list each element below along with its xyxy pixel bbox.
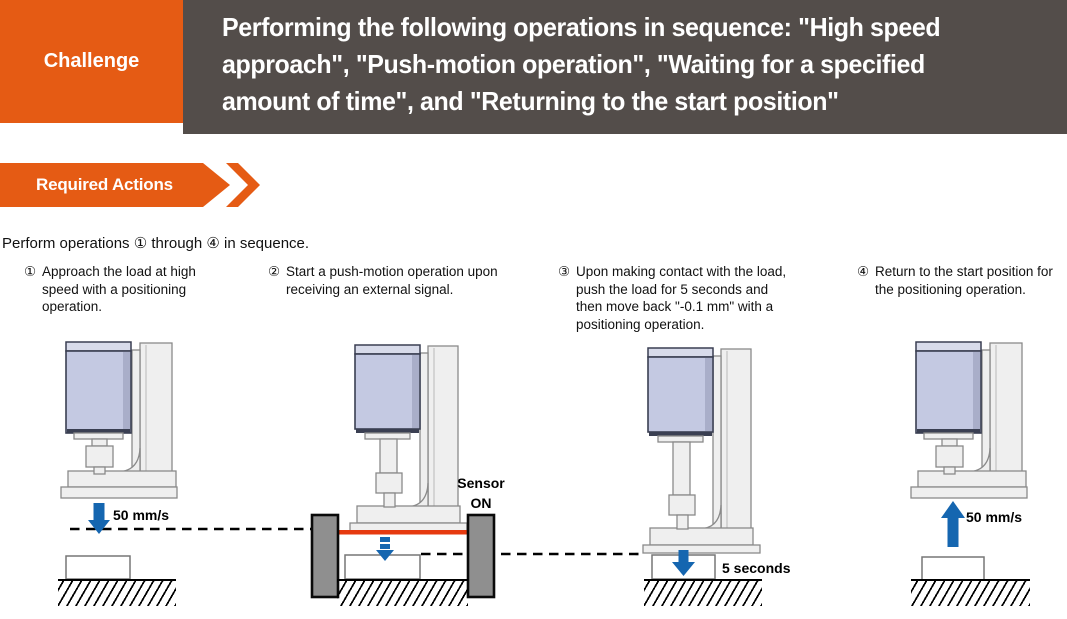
step-4: ④ Return to the start position for the p…: [857, 263, 1053, 298]
ground-hatch-2: [337, 579, 468, 606]
ground-hatch-4: [911, 579, 1030, 606]
load-box-1: [65, 555, 131, 580]
ground-hatch-1: [58, 579, 176, 606]
sensor-beam: [338, 530, 468, 535]
actuator-illustration-1: [60, 341, 178, 499]
sensor-on-label-line1: Sensor: [457, 475, 505, 491]
speed-label-1: 50 mm/s: [113, 507, 169, 523]
arrow-down-icon-3: [672, 550, 695, 576]
step-2: ② Start a push-motion operation upon rec…: [268, 263, 498, 298]
load-box-4: [921, 556, 985, 581]
ground-hatch-3: [644, 579, 762, 606]
challenge-badge: Challenge: [0, 0, 183, 123]
actuator-illustration-2: [349, 344, 468, 532]
actuator-illustration-4: [910, 341, 1028, 499]
actuator-illustration-3: [642, 347, 761, 554]
sensor-on-label-line2: ON: [471, 495, 492, 511]
step-1: ① Approach the load at high speed with a…: [24, 263, 196, 316]
step-4-text: Return to the start position for the pos…: [875, 264, 1053, 297]
step-4-number: ④: [857, 264, 870, 279]
step-2-text: Start a push-motion operation upon recei…: [286, 264, 498, 297]
speed-label-4: 50 mm/s: [966, 509, 1022, 525]
sensor-post-left: [310, 513, 340, 599]
step-1-number: ①: [24, 264, 37, 279]
arrow-down-icon-1: [88, 503, 110, 534]
step-2-number: ②: [268, 264, 281, 279]
load-box-2: [344, 554, 421, 580]
required-actions-ribbon: Required Actions: [0, 163, 270, 207]
step-3-text: Upon making contact with the load, push …: [576, 264, 787, 332]
step-1-text: Approach the load at high speed with a p…: [42, 264, 196, 314]
dashed-arrow-down-icon-2: [376, 537, 394, 561]
ribbon-shape: [0, 163, 260, 207]
sensor-post-right: [466, 513, 496, 599]
intro-text: Perform operations ① through ④ in sequen…: [2, 235, 310, 252]
header-band: Performing the following operations in s…: [183, 0, 1067, 134]
push-time-label: 5 seconds: [722, 560, 791, 576]
challenge-label: Challenge: [43, 50, 140, 72]
ribbon-chevron-icon: [226, 163, 260, 207]
step-3: ③ Upon making contact with the load, pus…: [558, 263, 786, 333]
ribbon-label: Required Actions: [36, 175, 173, 194]
ribbon-bar: [0, 163, 230, 207]
page-title: Performing the following operations in s…: [222, 12, 941, 116]
step-3-number: ③: [558, 264, 571, 279]
arrow-up-icon-4: [941, 501, 965, 547]
